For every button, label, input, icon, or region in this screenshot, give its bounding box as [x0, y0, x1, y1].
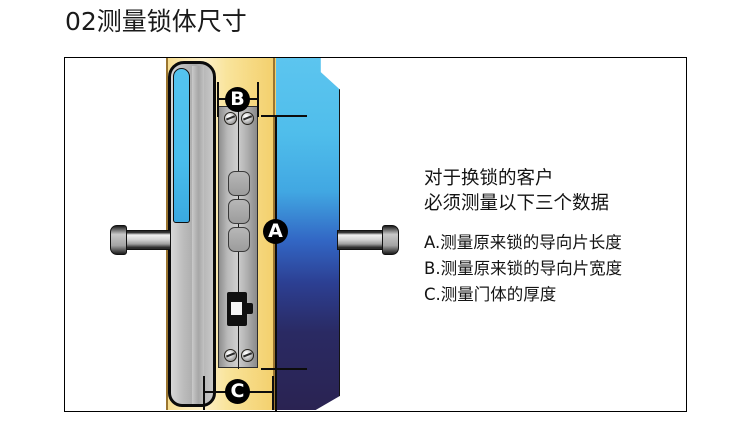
handle-left-bar: [123, 230, 171, 250]
handle-right-bar: [337, 230, 385, 250]
lock-diagram: B A C: [65, 58, 399, 411]
screw-icon: [241, 349, 254, 362]
page-title: 02测量锁体尺寸: [65, 7, 247, 36]
instruction-heading-line-2: 必须测量以下三个数据: [424, 193, 610, 214]
handle-right: [337, 225, 399, 255]
dim-c-tick-left: [203, 376, 205, 410]
instruction-item-b: B.测量原来锁的导向片宽度: [424, 259, 623, 278]
marker-a: A: [263, 219, 288, 244]
marker-b: B: [225, 87, 250, 112]
guide-plate: [218, 106, 258, 369]
handle-left: [110, 225, 172, 255]
dim-a-tick-bottom: [261, 368, 307, 370]
lock-housing-sheen: [192, 66, 204, 404]
handle-left-cap: [110, 225, 127, 255]
latch-bolt-slot: [231, 302, 242, 315]
dim-a-tick-top: [261, 115, 307, 117]
lock-screen-panel: [173, 68, 190, 223]
screw-icon: [224, 112, 237, 125]
latch-bolt-tab: [245, 303, 253, 314]
instruction-item-a: A.测量原来锁的导向片长度: [424, 233, 622, 252]
screw-icon: [241, 112, 254, 125]
latch-aperture: [228, 171, 250, 196]
lock-housing: [168, 61, 216, 407]
dim-c-tick-right: [272, 376, 274, 410]
latch-aperture: [228, 227, 250, 252]
latch-aperture: [228, 199, 250, 224]
dim-a-line: [275, 115, 277, 411]
screw-icon: [224, 349, 237, 362]
instruction-text-block: 对于换锁的客户 必须测量以下三个数据 A.测量原来锁的导向片长度 B.测量原来锁…: [424, 166, 679, 308]
instruction-item-c: C.测量门体的厚度: [424, 285, 557, 304]
illustration-frame: B A C 对于换锁的客户 必须测量以下三个数据 A.测量原来锁的导向片长度 B…: [64, 57, 687, 412]
instruction-item-list: A.测量原来锁的导向片长度 B.测量原来锁的导向片宽度 C.测量门体的厚度: [424, 230, 679, 308]
marker-c: C: [225, 379, 250, 404]
handle-right-cap: [382, 225, 399, 255]
instruction-heading-line-1: 对于换锁的客户: [424, 168, 554, 189]
